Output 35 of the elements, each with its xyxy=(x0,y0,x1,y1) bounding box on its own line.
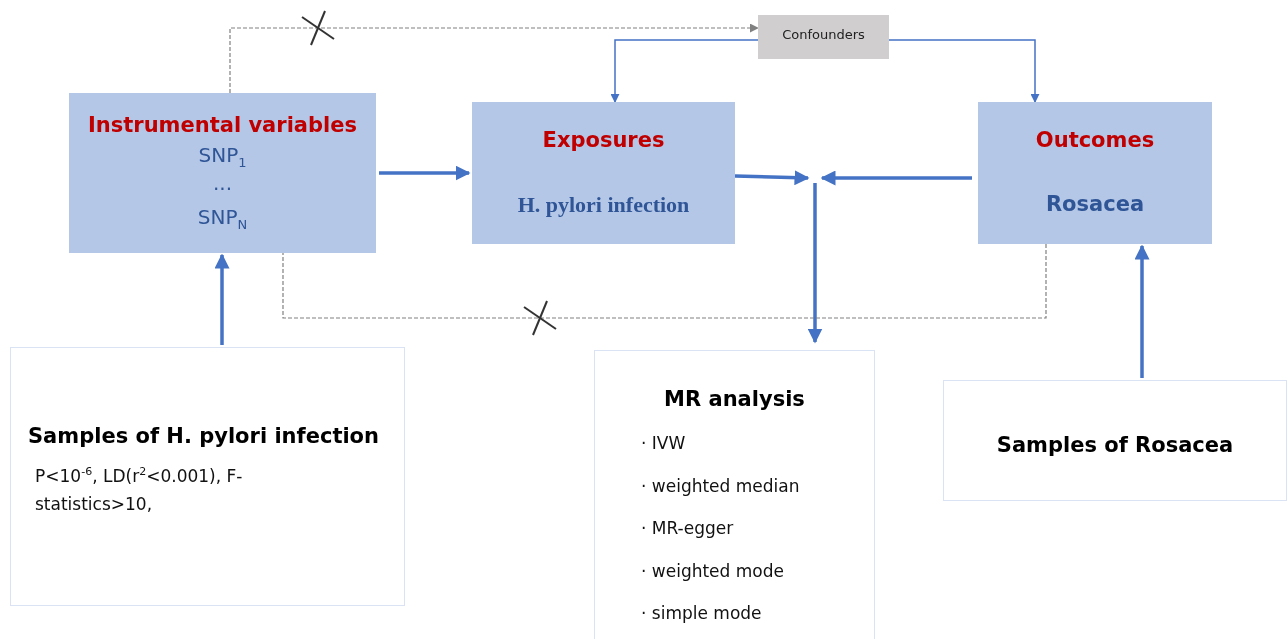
arrow xyxy=(888,39,1040,103)
connector-line xyxy=(282,243,1047,319)
text-panel xyxy=(943,380,1287,501)
process-box xyxy=(472,102,735,244)
arrow xyxy=(214,253,230,345)
box-title: Exposures xyxy=(542,128,665,152)
box-title: Outcomes xyxy=(1035,128,1155,152)
list-item: · simple mode xyxy=(641,603,762,623)
arrow xyxy=(734,170,810,186)
list-item: · weighted mode xyxy=(641,561,784,581)
arrow xyxy=(820,170,972,186)
list-item: · IVW xyxy=(641,433,686,453)
arrow xyxy=(807,183,823,344)
node-label: Confounders xyxy=(782,27,865,42)
ellipsis-text: ... xyxy=(212,171,233,195)
list-item: · MR-egger xyxy=(641,518,734,538)
box-title: MR analysis xyxy=(664,387,805,411)
text-panel xyxy=(10,347,405,606)
box-title: Instrumental variables xyxy=(88,113,357,137)
box-text: SNP$_{1}$ xyxy=(198,143,247,170)
box-text: SNP$_{N}$ xyxy=(197,205,248,232)
box-title: Samples of Rosacea xyxy=(996,433,1234,457)
arrow xyxy=(610,39,759,103)
criteria-text: P<10$^{-6}$, LD(r$^{2}$<0.001), F-statistics>10, xyxy=(35,464,244,516)
box-title: Samples of H. pylori infection xyxy=(28,424,379,448)
process-box xyxy=(69,93,376,253)
arrow xyxy=(379,165,471,181)
process-box xyxy=(758,15,889,59)
box-text: H. pylori infection xyxy=(517,192,690,218)
box-text: Rosacea xyxy=(1045,192,1145,216)
list-item: · weighted median xyxy=(641,476,800,496)
text-panel xyxy=(594,350,875,639)
arrow xyxy=(1134,244,1150,378)
process-box xyxy=(978,102,1212,244)
arrow xyxy=(229,23,759,94)
